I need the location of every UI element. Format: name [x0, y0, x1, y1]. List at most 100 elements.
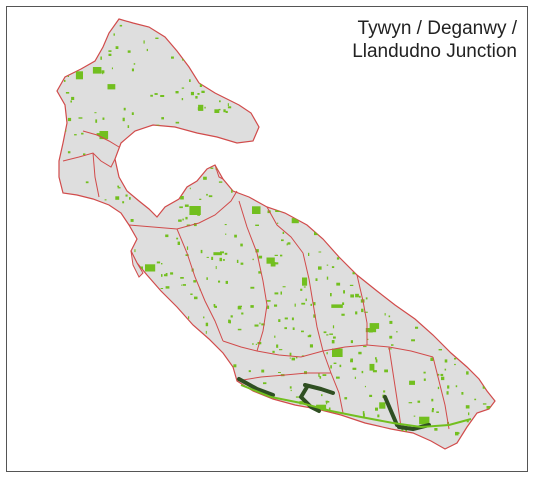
- green-space-patch: [377, 165, 379, 167]
- green-space-patch: [172, 34, 175, 37]
- green-space-patch: [396, 156, 401, 159]
- green-space-patch: [309, 151, 312, 155]
- green-space-patch: [211, 256, 214, 260]
- green-space-patch: [63, 385, 66, 389]
- green-space-patch: [154, 323, 157, 327]
- green-space-patch: [352, 367, 357, 370]
- green-space-patch: [255, 224, 259, 226]
- green-space-patch: [482, 413, 486, 416]
- green-space-patch: [109, 313, 111, 316]
- green-space-patch: [120, 254, 125, 257]
- green-space-patch: [129, 232, 131, 237]
- green-space-patch: [240, 157, 242, 159]
- green-space-patch: [57, 315, 64, 323]
- green-space-patch: [67, 117, 72, 122]
- green-space-patch: [501, 248, 504, 251]
- green-space-patch: [218, 181, 223, 183]
- green-space-patch: [63, 455, 65, 458]
- green-space-patch: [65, 92, 70, 94]
- green-space-patch: [360, 120, 363, 123]
- green-space-patch: [92, 384, 97, 387]
- green-space-patch: [197, 93, 200, 95]
- green-space-patch: [224, 224, 227, 226]
- green-space-patch: [375, 359, 378, 363]
- green-space-patch: [460, 123, 462, 127]
- green-space-patch: [355, 264, 357, 267]
- green-space-patch: [175, 366, 177, 370]
- green-space-patch: [377, 414, 380, 418]
- green-space-patch: [442, 222, 452, 231]
- green-space-patch: [406, 227, 408, 231]
- green-space-patch: [280, 291, 282, 295]
- green-space-patch: [423, 172, 425, 176]
- green-space-patch: [482, 176, 485, 180]
- green-space-patch: [206, 256, 209, 258]
- green-space-patch: [360, 80, 363, 83]
- green-space-patch: [218, 163, 221, 165]
- green-space-patch: [454, 363, 456, 366]
- green-space-patch: [328, 426, 332, 429]
- green-space-patch: [390, 152, 392, 153]
- green-space-patch: [339, 364, 342, 368]
- green-space-patch: [107, 84, 116, 90]
- green-space-patch: [335, 434, 337, 436]
- green-space-patch: [355, 104, 360, 112]
- green-space-patch: [350, 93, 353, 96]
- green-space-patch: [60, 115, 65, 118]
- green-space-patch: [53, 341, 57, 342]
- green-space-patch: [250, 286, 255, 289]
- green-space-patch: [165, 234, 169, 238]
- green-space-patch: [274, 292, 279, 295]
- green-space-patch: [477, 317, 481, 319]
- green-space-patch: [384, 369, 388, 373]
- green-space-patch: [54, 441, 57, 444]
- green-space-patch: [195, 437, 199, 440]
- green-space-patch: [236, 20, 240, 24]
- green-space-patch: [452, 263, 456, 267]
- green-space-patch: [175, 388, 178, 391]
- ward-boundaries: [62, 130, 450, 430]
- green-space-patch: [432, 408, 434, 410]
- green-space-patch: [265, 171, 269, 173]
- green-space-patch: [189, 79, 191, 82]
- green-space-patch: [92, 67, 102, 74]
- green-space-patch: [224, 252, 228, 255]
- green-space-patch: [184, 167, 187, 169]
- green-space-patch: [279, 19, 281, 20]
- green-space-patch: [150, 135, 154, 138]
- green-space-patch: [308, 252, 310, 256]
- green-space-patch: [175, 418, 177, 421]
- green-space-patch: [127, 125, 130, 128]
- green-space-patch: [362, 411, 365, 415]
- green-space-patch: [143, 442, 146, 444]
- green-space-patch: [182, 441, 186, 444]
- green-space-patch: [391, 344, 394, 346]
- green-space-patch: [429, 308, 432, 311]
- green-space-patch: [486, 264, 489, 267]
- green-space-patch: [366, 186, 371, 190]
- green-space-patch: [479, 136, 490, 143]
- green-space-patch: [395, 145, 399, 149]
- green-space-patch: [101, 70, 105, 74]
- green-space-patch: [350, 340, 353, 344]
- green-space-patch: [281, 239, 284, 242]
- green-space-patch: [154, 298, 157, 302]
- green-space-patch: [132, 173, 135, 175]
- green-space-patch: [417, 400, 421, 403]
- green-space-patch: [399, 269, 404, 272]
- green-space-patch: [484, 368, 487, 371]
- green-space-patch: [315, 278, 318, 281]
- green-space-patch: [122, 201, 125, 204]
- green-space-patch: [227, 366, 231, 369]
- green-space-patch: [310, 118, 314, 120]
- green-space-patch: [446, 391, 449, 395]
- green-space-patch: [110, 436, 115, 440]
- green-space-patch: [486, 446, 489, 449]
- green-space-patch: [466, 371, 469, 375]
- green-space-patch: [434, 252, 442, 262]
- green-space-patch: [355, 293, 359, 298]
- green-space-patch: [266, 401, 268, 405]
- green-space-patch: [233, 384, 237, 387]
- green-space-patch: [86, 263, 88, 267]
- green-space-patch: [486, 381, 490, 385]
